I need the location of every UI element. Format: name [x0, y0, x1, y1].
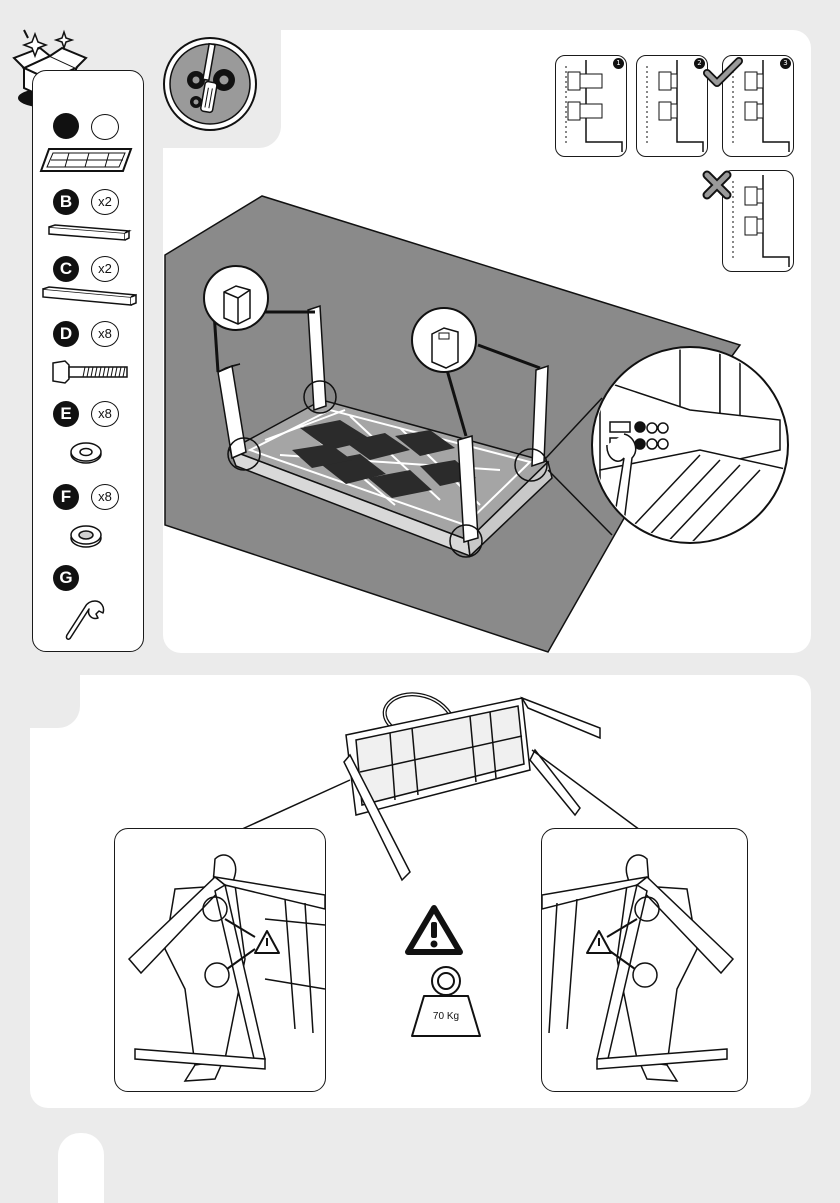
- weight-label: 70 Kg: [416, 1011, 476, 1022]
- lift-inset-left: [114, 828, 326, 1092]
- page-number-tab: [58, 1133, 104, 1203]
- weight-icon: [410, 964, 482, 1040]
- lift-inset-right: [541, 828, 748, 1092]
- assembly-illustration: [0, 0, 840, 660]
- warning-icon: [404, 904, 464, 956]
